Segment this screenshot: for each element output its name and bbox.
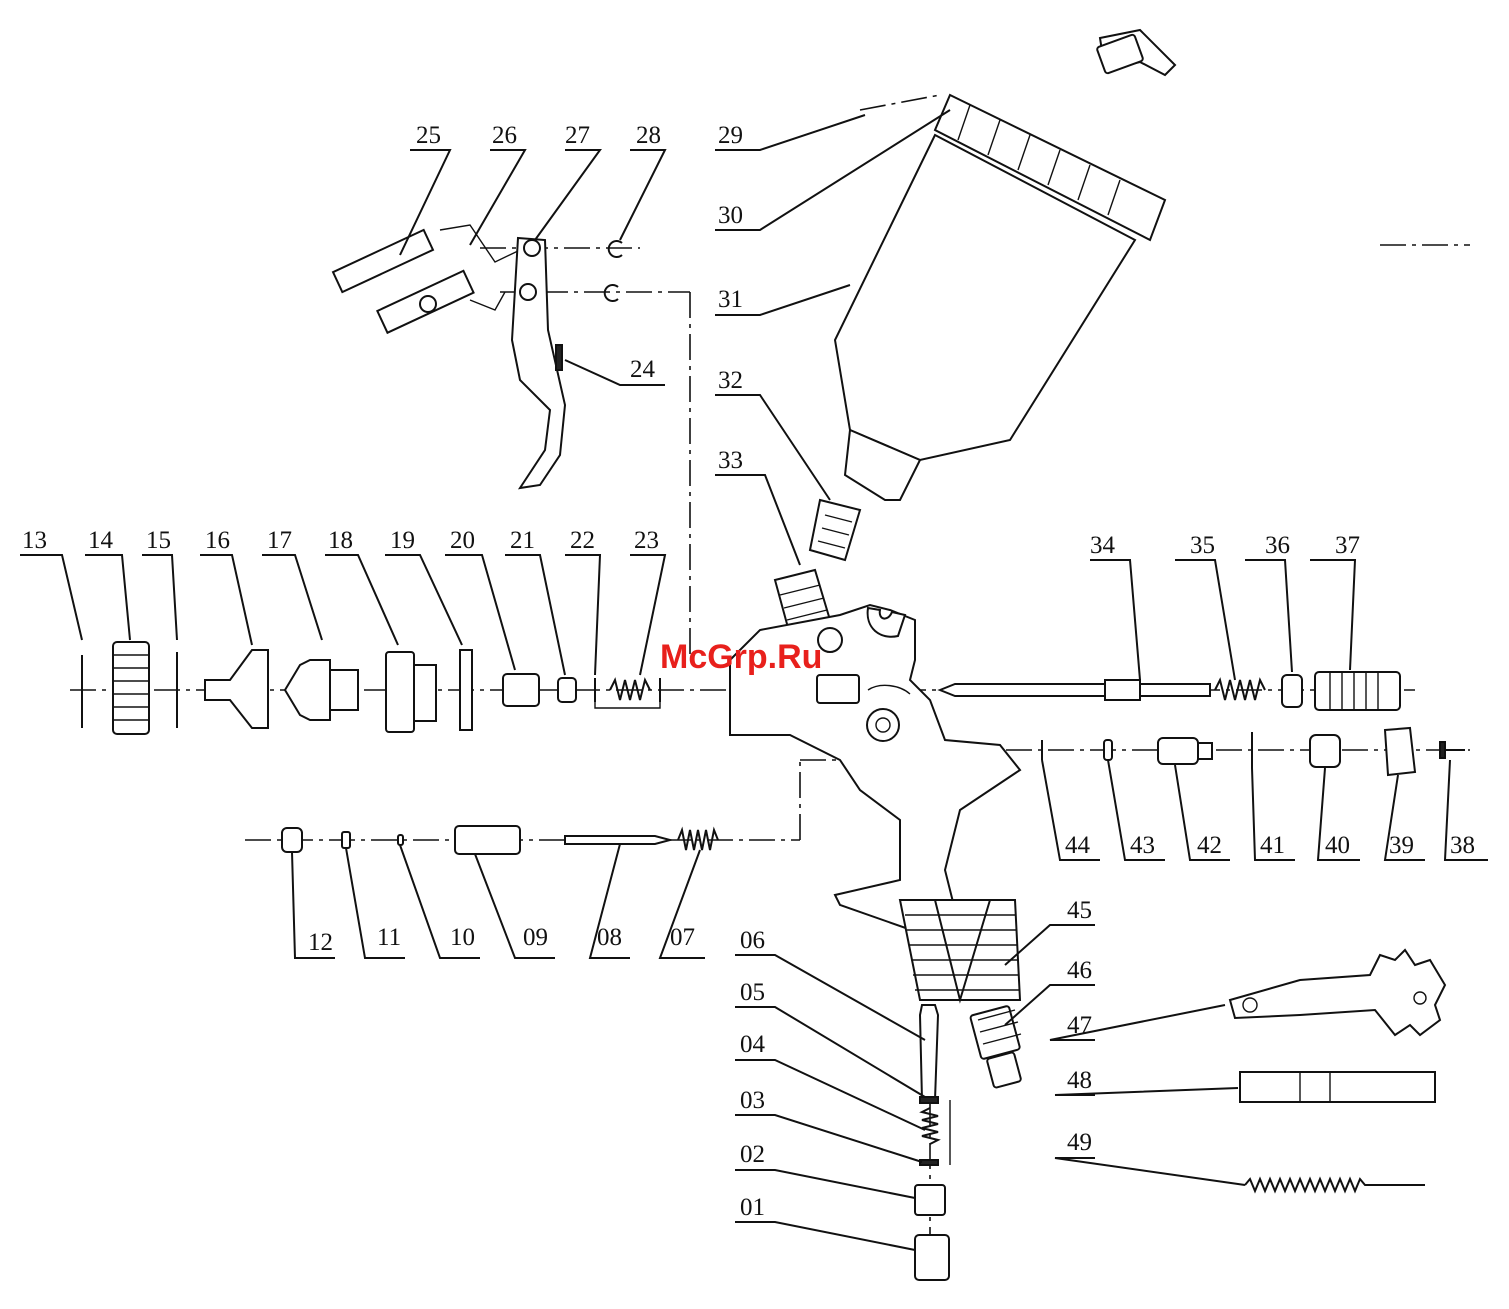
callout-label-24: 24 (630, 356, 656, 383)
callout-label-29: 29 (718, 122, 743, 149)
callout-label-47: 47 (1067, 1012, 1092, 1039)
part-48-tool (1240, 1072, 1435, 1102)
part-05 (920, 1097, 938, 1103)
callout-label-18: 18 (328, 527, 353, 554)
callout-label-36: 36 (1265, 532, 1290, 559)
part-43 (1104, 740, 1112, 760)
part-06 (920, 1005, 938, 1100)
paint-cup-group (775, 30, 1175, 635)
callout-label-43: 43 (1130, 832, 1155, 859)
part-20-packing (503, 674, 539, 706)
callout-label-05: 05 (740, 979, 765, 1006)
callout-label-16: 16 (205, 527, 230, 554)
callout-label-20: 20 (450, 527, 475, 554)
callout-label-40: 40 (1325, 832, 1350, 859)
callout-label-12: 12 (308, 929, 333, 956)
part-36-spring-seat (1282, 675, 1302, 707)
needle-group (940, 672, 1400, 710)
tools-group (1230, 950, 1445, 1191)
callout-label-04: 04 (740, 1031, 766, 1058)
part-46-air-inlet (970, 1006, 1020, 1060)
air-cap-group (82, 642, 660, 734)
callout-label-26: 26 (492, 122, 517, 149)
trigger-group (333, 225, 622, 488)
callout-label-48: 48 (1067, 1067, 1092, 1094)
part-19-gasket (460, 650, 472, 730)
part-24-pin (556, 345, 562, 370)
callout-label-22: 22 (570, 527, 595, 554)
callout-label-15: 15 (146, 527, 171, 554)
callout-label-21: 21 (510, 527, 535, 554)
callout-label-13: 13 (22, 527, 47, 554)
part-17-fluid-nozzle (285, 660, 330, 720)
callout-label-42: 42 (1197, 832, 1222, 859)
callout-label-03: 03 (740, 1087, 765, 1114)
part-47-wrench (1230, 950, 1445, 1035)
callout-label-46: 46 (1067, 957, 1092, 984)
part-12 (282, 828, 302, 852)
part-16-air-cap (205, 650, 268, 728)
callout-label-14: 14 (88, 527, 114, 554)
part-18-baffle (386, 652, 414, 732)
part-28-clip (609, 241, 622, 257)
part-02 (915, 1185, 945, 1215)
air-adjust-group (1042, 728, 1465, 775)
callout-label-11: 11 (377, 924, 401, 951)
part-10 (398, 835, 403, 845)
watermark-text: McGrp.Ru (660, 638, 822, 676)
callout-label-33: 33 (718, 447, 743, 474)
part-40 (1310, 735, 1340, 767)
part-49-cleaning-brush (1245, 1179, 1425, 1191)
callout-label-06: 06 (740, 927, 765, 954)
part-34-needle (940, 684, 1105, 696)
part-08 (565, 836, 670, 844)
part-21-nut (558, 678, 576, 702)
callout-label-44: 44 (1065, 832, 1091, 859)
callout-label-09: 09 (523, 924, 548, 951)
callout-label-34: 34 (1090, 532, 1116, 559)
callout-label-49: 49 (1067, 1129, 1092, 1156)
part-04 (922, 1108, 938, 1144)
part-42 (1158, 738, 1198, 764)
part-37-adjust-knob (1315, 672, 1400, 710)
part-11 (342, 832, 350, 848)
callout-label-08: 08 (597, 924, 622, 951)
part-39 (1385, 728, 1415, 775)
callout-label-23: 23 (634, 527, 659, 554)
callout-label-31: 31 (718, 286, 743, 313)
callout-label-41: 41 (1260, 832, 1285, 859)
callout-label-07: 07 (670, 924, 695, 951)
callout-label-28: 28 (636, 122, 661, 149)
callout-label-39: 39 (1389, 832, 1414, 859)
callout-label-37: 37 (1335, 532, 1360, 559)
callout-label-19: 19 (390, 527, 415, 554)
callout-label-38: 38 (1450, 832, 1475, 859)
callout-label-30: 30 (718, 202, 743, 229)
callout-label-32: 32 (718, 367, 743, 394)
bottom-valve-group (915, 1005, 950, 1280)
part-32-filter (810, 500, 860, 560)
callout-label-45: 45 (1067, 897, 1092, 924)
part-03 (920, 1160, 938, 1165)
valve-group (282, 826, 718, 854)
part-25-trigger-pin (333, 230, 433, 292)
callout-label-01: 01 (740, 1194, 765, 1221)
callout-label-17: 17 (267, 527, 292, 554)
callout-label-10: 10 (450, 924, 475, 951)
part-01 (915, 1235, 949, 1280)
callout-label-02: 02 (740, 1141, 765, 1168)
callout-label-35: 35 (1190, 532, 1215, 559)
callout-label-27: 27 (565, 122, 590, 149)
callout-label-25: 25 (416, 122, 441, 149)
part-09 (455, 826, 520, 854)
